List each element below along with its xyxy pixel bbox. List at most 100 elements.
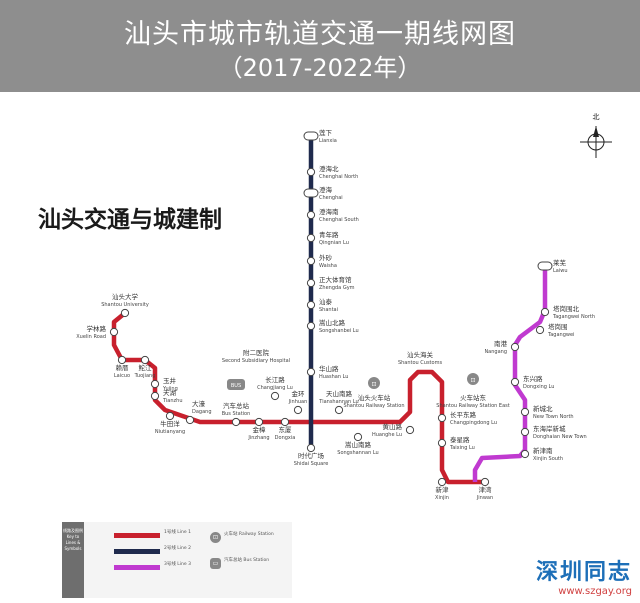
station-marker [306, 233, 316, 243]
station-name-zh: 赖厝 [116, 363, 130, 372]
station-name-zh: 金樟 [253, 425, 267, 434]
svg-text:⊡: ⊡ [371, 381, 376, 388]
legend-heading: 线路及图例 Key to Lines & Symbols [63, 528, 83, 551]
station-marker [520, 407, 530, 417]
station-name-zh: 澄海 [319, 185, 333, 194]
station-name-zh: 华山路 [319, 364, 339, 373]
legend-bus-label: 汽车总站 Bus Station [224, 558, 270, 563]
legend-railway-label: 火车站 Railway Station [224, 532, 274, 537]
svg-text:⊡: ⊡ [470, 377, 475, 384]
station-name-zh: 东海岸新城 [533, 424, 566, 433]
station-name-zh: 鮀江 [139, 363, 153, 372]
station-name-en: Xinjin [435, 495, 449, 501]
station-name-zh: 牛田洋 [160, 419, 180, 428]
station-name-zh: 南港 [494, 339, 508, 348]
station-name-zh: 莱芜 [553, 258, 567, 267]
station-name-zh: 青年路 [319, 230, 339, 239]
station-name-zh: 东厦 [279, 425, 293, 434]
station-name-zh: 汕头大学 [112, 292, 139, 301]
station-name-en: Changpingdong Lu [450, 420, 497, 426]
station-name-zh: 玉井 [163, 376, 177, 385]
compass-north-label: 北 [593, 113, 600, 121]
station-marker [437, 413, 447, 423]
railway-station-icon: ⊡ [467, 373, 479, 385]
station-name-en: Zhengda Gym [319, 285, 355, 291]
station-name-en: Shantai [319, 307, 338, 313]
watermark-title: 深圳同志 [535, 560, 632, 585]
station-name-en: Bus Station [222, 411, 251, 417]
station-name-zh: 金环 [292, 389, 306, 398]
station-name-en: Tuojiang [134, 373, 156, 379]
station-name-zh: 汽车总站 [223, 401, 250, 410]
station-marker [306, 300, 316, 310]
station-marker [150, 379, 160, 389]
station-name-en: Chenghai North [319, 174, 358, 180]
station-name-zh: 东兴路 [523, 374, 543, 383]
station-marker [120, 308, 130, 318]
station-name-en: Donghaian New Town [533, 434, 587, 440]
station-name-en: Changjiang Lu [257, 385, 293, 391]
legend-line2-swatch [114, 549, 160, 554]
station-name-en: Huanghe Lu [372, 432, 402, 438]
station-name-zh: 正大体育馆 [319, 275, 352, 284]
station-marker [140, 355, 150, 365]
legend-bus-icon: ▭ [210, 558, 221, 569]
station-marker [306, 210, 316, 220]
station-marker [510, 342, 520, 352]
station-marker [537, 261, 553, 271]
svg-text:BUS: BUS [231, 383, 241, 389]
bus-station-icon: BUS [227, 379, 245, 390]
station-name-zh: 嵩山南路 [345, 440, 372, 449]
station-marker [306, 321, 316, 331]
station-marker [306, 443, 316, 453]
station-name-zh: 塔岗围 [548, 322, 568, 331]
legend-line3: 3号线 Line 3 [114, 562, 194, 574]
station-name-zh: 天湖 [163, 388, 177, 397]
station-name-en: Shantou Railway Station [343, 403, 404, 409]
station-name-zh: 天山南路 [326, 389, 353, 398]
